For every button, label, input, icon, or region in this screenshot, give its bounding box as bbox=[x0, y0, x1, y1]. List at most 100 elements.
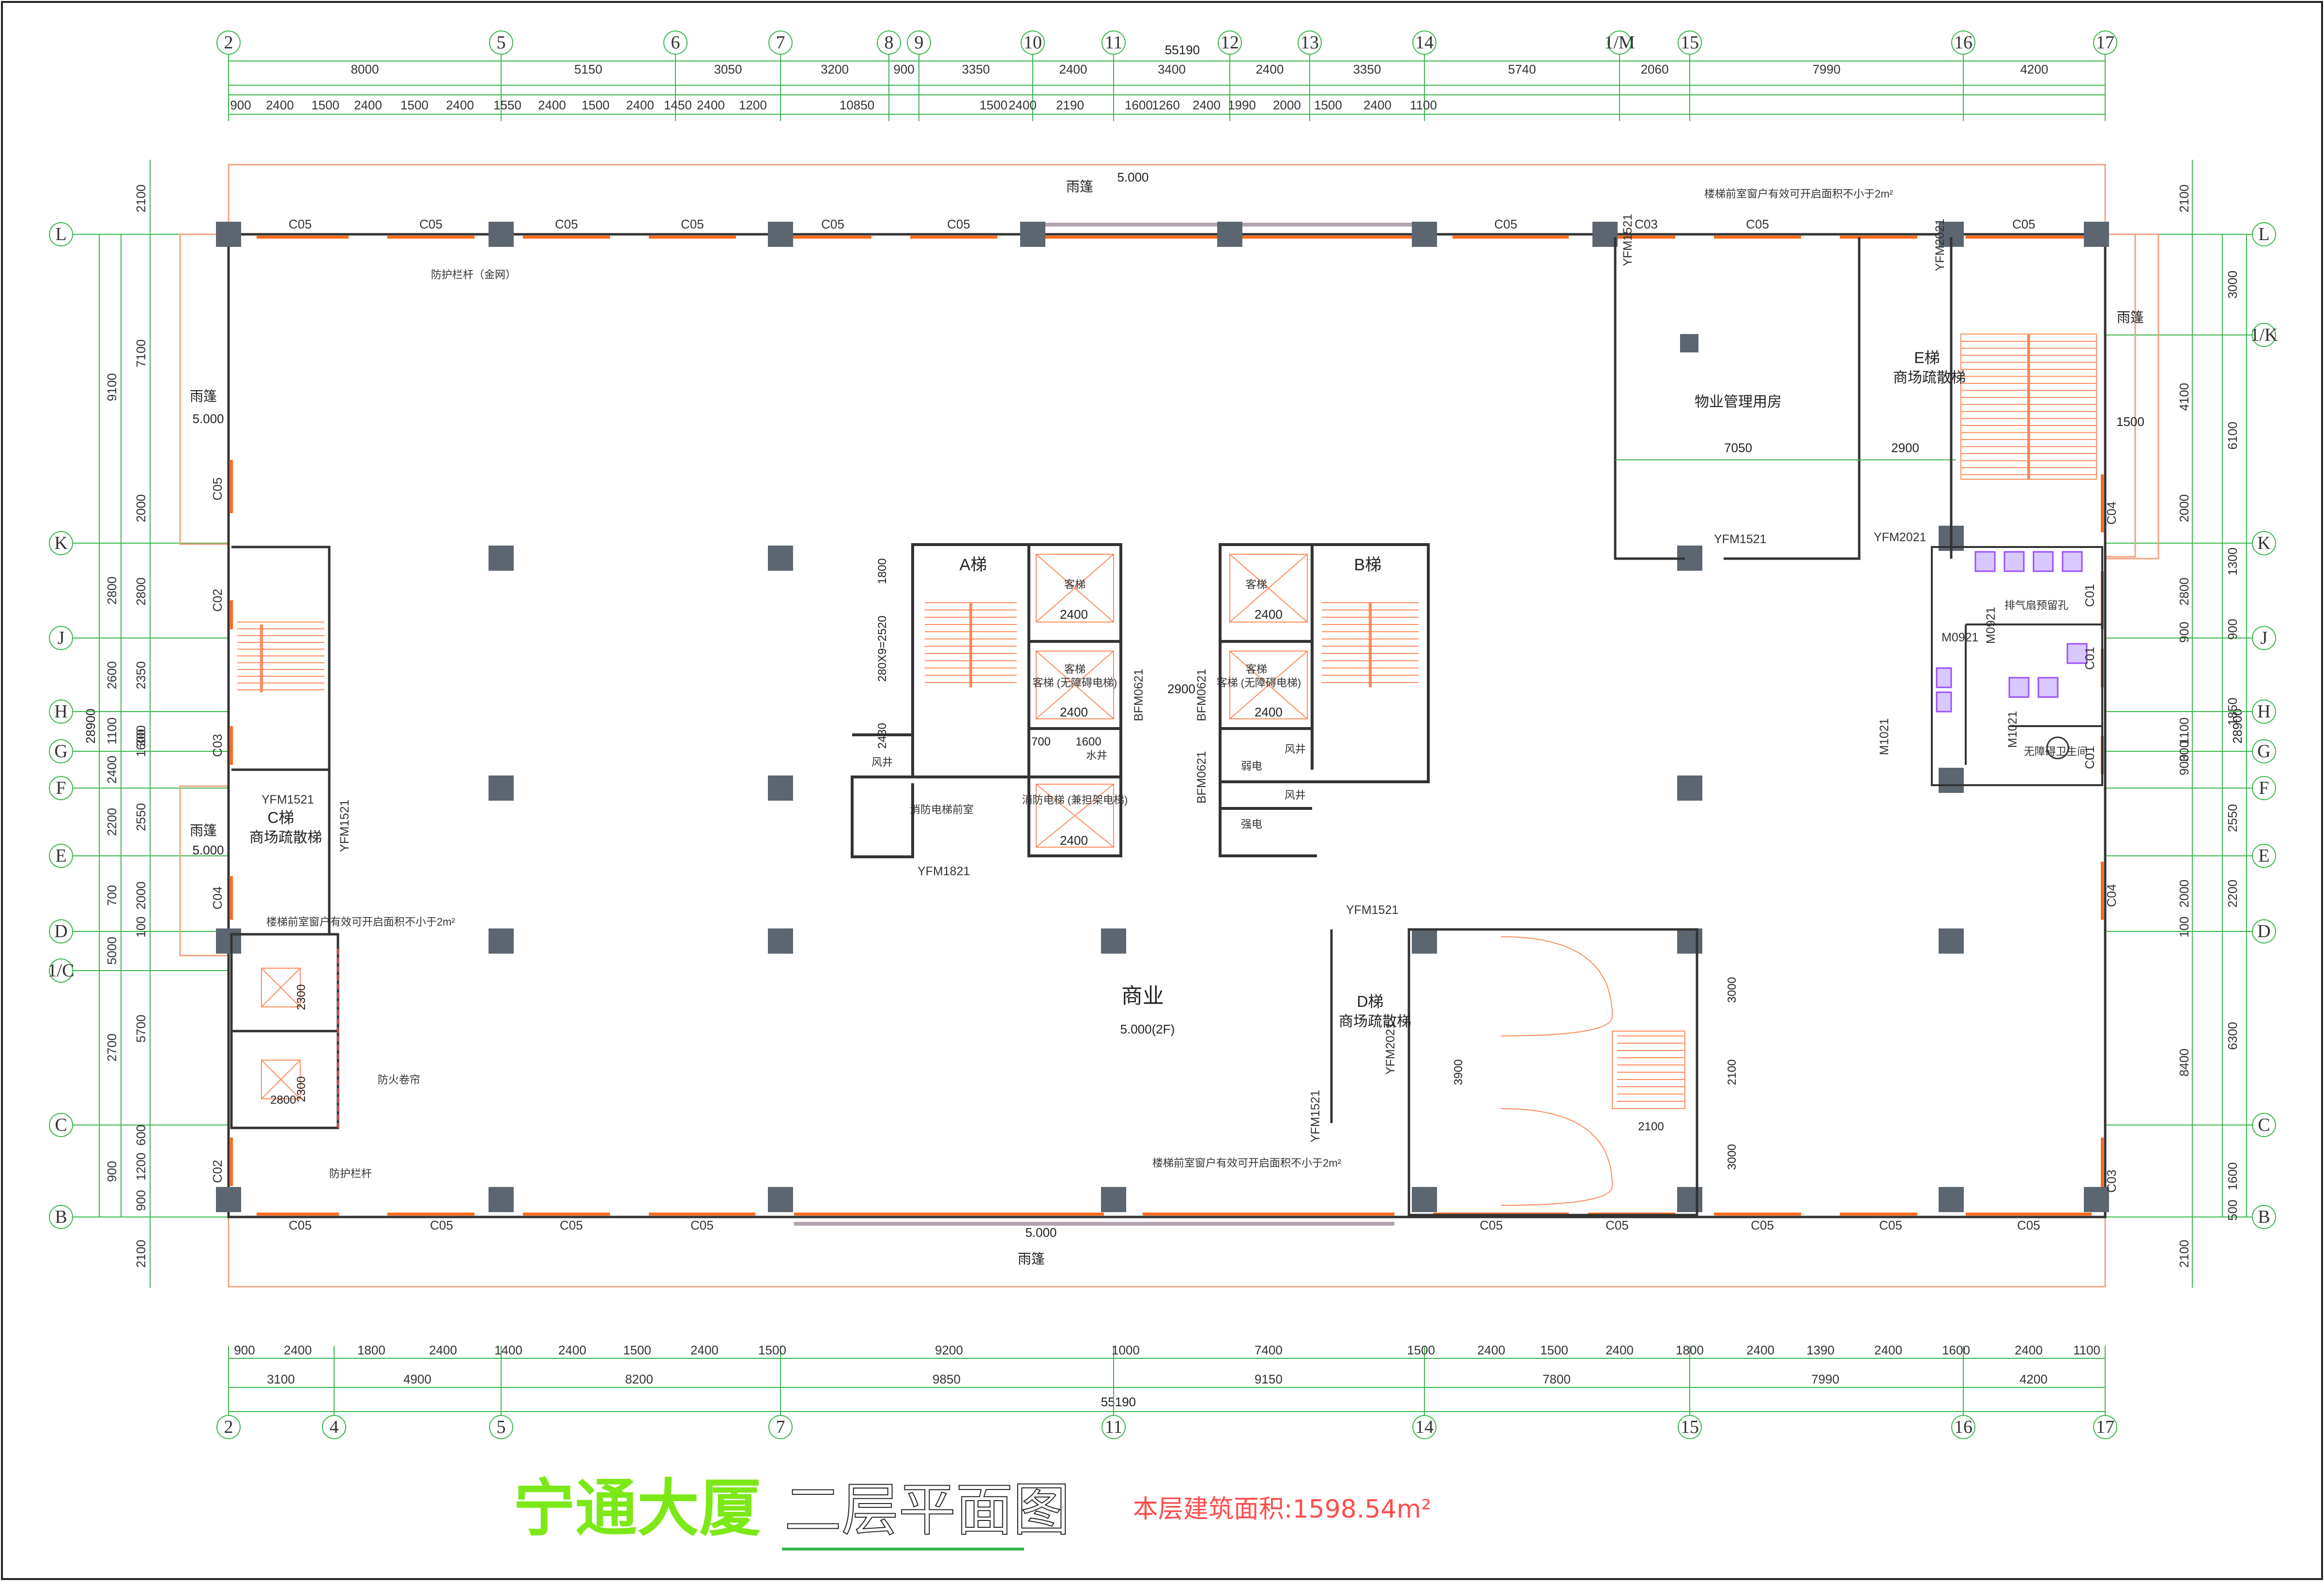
left-dim1-1: 2800 bbox=[105, 577, 119, 605]
stair-e-name: E梯 bbox=[1914, 349, 1940, 366]
window-note-bottom: 楼梯前室窗户有效可开启面积不小于2m² bbox=[1152, 1157, 1341, 1169]
top-axis-4: 8 bbox=[877, 30, 901, 55]
top-dim1-7: 3400 bbox=[1158, 62, 1186, 76]
bottom-total-dim: 55190 bbox=[1101, 1395, 1136, 1409]
right-axis-5: G bbox=[2252, 739, 2276, 763]
column-8 bbox=[2084, 222, 2109, 247]
top-axis-4-label: 8 bbox=[885, 32, 894, 53]
top-dim2-16: 2190 bbox=[1056, 98, 1084, 112]
window-note-top: 楼梯前室窗户有效可开启面积不小于2m² bbox=[1704, 188, 1893, 200]
bottom-axis-6: 15 bbox=[1678, 1415, 1702, 1439]
title-building-name: 宁通大厦 bbox=[513, 1473, 761, 1545]
window-code-1: C05 bbox=[419, 217, 443, 231]
column-26 bbox=[768, 1187, 793, 1212]
bottom-dim2-0: 3100 bbox=[267, 1372, 295, 1386]
escalator-boxes bbox=[261, 968, 301, 1099]
column-30 bbox=[1939, 1187, 1964, 1212]
right-dim2-11: 300 bbox=[2177, 741, 2191, 761]
right-axis-8: D bbox=[2252, 919, 2276, 943]
structural-columns bbox=[216, 222, 2109, 1212]
left-dim2-14: 300 bbox=[134, 725, 148, 746]
right-dim1-2: 1300 bbox=[2225, 547, 2240, 576]
right-dim1-5: 2550 bbox=[2225, 804, 2240, 832]
door-code-4: YFM1521 bbox=[1346, 903, 1398, 917]
right-axis-10-label: B bbox=[2258, 1207, 2270, 1227]
column-20 bbox=[1101, 928, 1126, 954]
bottom-dim1-4: 1400 bbox=[494, 1343, 522, 1357]
top-axis-12-label: 15 bbox=[1681, 32, 1699, 53]
air-shaft-a: 风井 bbox=[872, 756, 893, 768]
lift-a2-note: 客梯 (无障碍电梯) bbox=[1033, 677, 1117, 689]
door-code-15: YFM2021 bbox=[1384, 1022, 1397, 1075]
left-axis-9: C bbox=[49, 1113, 73, 1137]
bottom-axis-1: 4 bbox=[322, 1415, 346, 1439]
right-axis-7: E bbox=[2252, 844, 2276, 868]
title-drawing-name: 二层平面图 bbox=[784, 1476, 1070, 1543]
window-code-12: C05 bbox=[560, 1218, 583, 1232]
right-axis-6-label: F bbox=[2259, 778, 2269, 798]
left-axis-7-label: D bbox=[54, 921, 67, 942]
bottom-dim1-22: 1100 bbox=[2073, 1343, 2100, 1357]
left-axis-1: K bbox=[49, 531, 73, 555]
weak-elec-label: 弱电 bbox=[1241, 760, 1262, 772]
escalator-dim-2: 2300 bbox=[295, 1076, 308, 1102]
escalator-dim-1: 2300 bbox=[295, 984, 308, 1010]
core-a-lifts bbox=[1036, 554, 1114, 848]
bottom-dim1-7: 2400 bbox=[690, 1343, 719, 1357]
left-dim1-6: 700 bbox=[105, 885, 119, 906]
left-axis-2: J bbox=[49, 626, 73, 650]
top-dim1-10: 5740 bbox=[1508, 62, 1536, 76]
bottom-axis-5: 14 bbox=[1412, 1415, 1437, 1439]
top-dim2-3: 2400 bbox=[354, 98, 382, 112]
core-a bbox=[851, 543, 1122, 858]
top-dim2-22: 1500 bbox=[1314, 98, 1342, 112]
bottom-axis-0: 2 bbox=[216, 1415, 241, 1439]
top-axis-6-label: 10 bbox=[1024, 32, 1042, 53]
left-axis-0: L bbox=[49, 222, 73, 246]
window-code-v-3: C04 bbox=[210, 886, 225, 910]
top-dim2-6: 1550 bbox=[493, 98, 521, 112]
stair-e-width: 1500 bbox=[2116, 414, 2144, 429]
column-31 bbox=[2084, 1187, 2109, 1212]
floor-area-label: 本层建筑面积:1598.54m² bbox=[1133, 1495, 1431, 1524]
top-dim2-5: 2400 bbox=[446, 98, 474, 112]
bottom-axis-7: 16 bbox=[1951, 1415, 1975, 1439]
window-code-16: C05 bbox=[1751, 1218, 1774, 1232]
stair-a-name: A梯 bbox=[960, 556, 987, 574]
stair-d-dim-5: 2100 bbox=[1638, 1120, 1664, 1133]
left-dim2-10: 600 bbox=[134, 1125, 148, 1145]
right-dim2-5: 1100 bbox=[2177, 717, 2191, 745]
right-dim1-3: 900 bbox=[2225, 619, 2240, 639]
bottom-dim1-16: 1800 bbox=[1676, 1343, 1704, 1357]
right-dim2-8: 100 bbox=[2177, 916, 2191, 937]
top-axis-8-label: 12 bbox=[1221, 32, 1239, 53]
right-axis-0-label: L bbox=[2258, 224, 2269, 244]
lift-a1-dim: 2400 bbox=[1060, 607, 1088, 622]
bottom-dim1-10: 1000 bbox=[1112, 1343, 1140, 1357]
right-axis-6: F bbox=[2252, 776, 2276, 800]
right-axis-5-label: G bbox=[2257, 741, 2270, 761]
right-axis-1: 1/K bbox=[2250, 323, 2278, 347]
lift-b1-dim: 2400 bbox=[1254, 607, 1283, 622]
bottom-axis-5-label: 14 bbox=[1415, 1417, 1434, 1437]
air-shaft-b2: 风井 bbox=[1284, 789, 1306, 801]
left-dim2-5: 1600 bbox=[134, 729, 148, 757]
bottom-dim1-1: 2400 bbox=[284, 1343, 312, 1357]
left-axis-10: B bbox=[49, 1205, 73, 1229]
top-axis-7-label: 11 bbox=[1105, 32, 1123, 53]
window-code-18: C05 bbox=[2017, 1218, 2040, 1232]
top-axis-2: 6 bbox=[663, 30, 688, 55]
bottom-axis-1-label: 4 bbox=[330, 1417, 339, 1437]
window-code-0: C05 bbox=[289, 217, 312, 231]
left-axis-0-label: L bbox=[55, 224, 66, 244]
window-code-17: C05 bbox=[1879, 1218, 1902, 1232]
stair-e-width-dim: 2900 bbox=[1891, 441, 1919, 455]
column-10 bbox=[768, 546, 793, 571]
window-code-13: C05 bbox=[690, 1218, 714, 1232]
right-axis-8-label: D bbox=[2257, 921, 2270, 942]
bottom-dim1-2: 1800 bbox=[357, 1343, 385, 1357]
accessible-wc-label: 无障碍卫生间 bbox=[2024, 745, 2088, 758]
left-axis-5-label: F bbox=[56, 778, 66, 798]
door-code-5: M0921 bbox=[1942, 631, 1978, 644]
